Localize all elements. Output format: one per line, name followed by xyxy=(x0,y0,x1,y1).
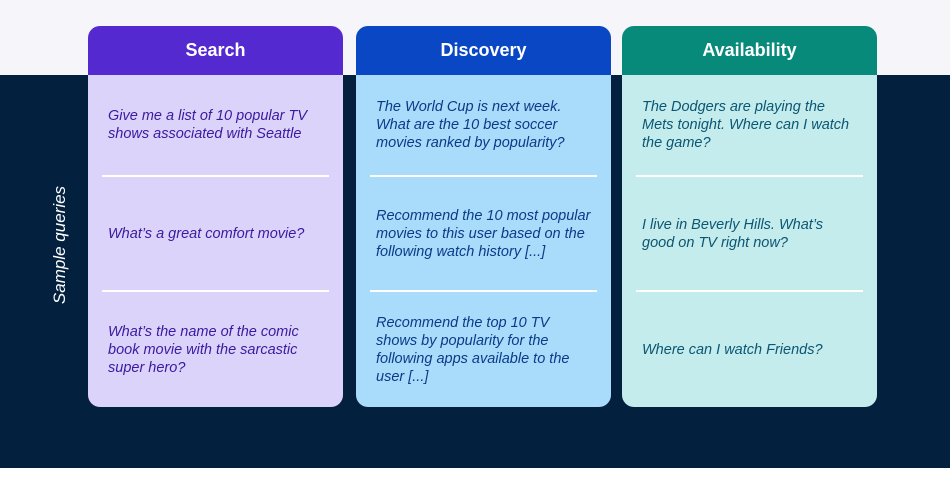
side-label: Sample queries xyxy=(50,185,69,305)
divider xyxy=(102,175,329,177)
divider xyxy=(370,175,597,177)
column-header: Availability xyxy=(622,26,877,75)
divider xyxy=(370,290,597,292)
query-item: Recommend the top 10 TV shows by popular… xyxy=(376,314,570,385)
divider xyxy=(636,175,863,177)
divider xyxy=(102,290,329,292)
column-header: Search xyxy=(88,26,343,75)
query-item: The Dodgers are playing the Mets tonight… xyxy=(642,99,850,151)
query-item: Recommend the 10 most popular movies to … xyxy=(376,207,591,260)
query-item: The World Cup is next week. What are the… xyxy=(376,99,565,151)
query-item: What’s a great comfort movie? xyxy=(108,225,305,242)
column-header: Discovery xyxy=(356,26,611,75)
query-item: Where can I watch Friends? xyxy=(642,341,823,358)
query-item: What’s the name of the comic book movie … xyxy=(108,323,299,376)
query-item: I live in Beverly Hills. What’s good on … xyxy=(642,216,824,251)
divider xyxy=(636,290,863,292)
query-item: Give me a list of 10 popular TV shows as… xyxy=(108,108,308,142)
